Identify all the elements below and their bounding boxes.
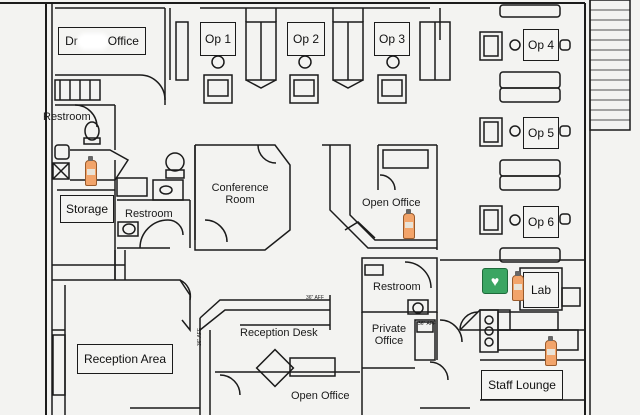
op2-label: Op 2 (287, 22, 325, 56)
op4-label: Op 4 (523, 29, 559, 61)
storage-label: Storage (60, 195, 114, 223)
op1-label: Op 1 (200, 22, 236, 56)
lab-label: Lab (523, 272, 559, 308)
redacted-name (79, 35, 106, 47)
conference-room-label: Conference Room (211, 182, 269, 207)
restroom-center-label: Restroom (125, 208, 173, 220)
reception-area-label: Reception Area (77, 344, 173, 374)
staff-lounge-label: Staff Lounge (481, 370, 563, 400)
restroom-top-left-label: Restroom (43, 111, 91, 123)
open-office-top-label: Open Office (362, 197, 421, 209)
reception-desk-label: Reception Desk (240, 327, 318, 339)
dimension-annotation: 36" AFF (418, 321, 436, 327)
fire-extinguisher-icon (403, 209, 415, 239)
op3-label: Op 3 (374, 22, 410, 56)
dr-office-label: Dr Office (58, 27, 146, 55)
op5-label: Op 5 (523, 117, 559, 149)
op6-label: Op 6 (523, 206, 559, 238)
aed-icon: ♥ (482, 268, 508, 294)
open-office-bottom-label: Open Office (291, 390, 350, 402)
fire-extinguisher-icon (85, 156, 97, 186)
restroom-right-label: Restroom (373, 281, 421, 293)
dr-office-prefix: Dr (65, 34, 78, 48)
fire-extinguisher-icon (512, 271, 524, 301)
fire-extinguisher-icon (545, 336, 557, 366)
private-office-label: Private Office (371, 323, 407, 348)
dr-office-suffix: Office (107, 34, 139, 48)
dimension-annotation: 36" AFF (197, 328, 203, 346)
dimension-annotation: 36" AFF (306, 295, 324, 301)
